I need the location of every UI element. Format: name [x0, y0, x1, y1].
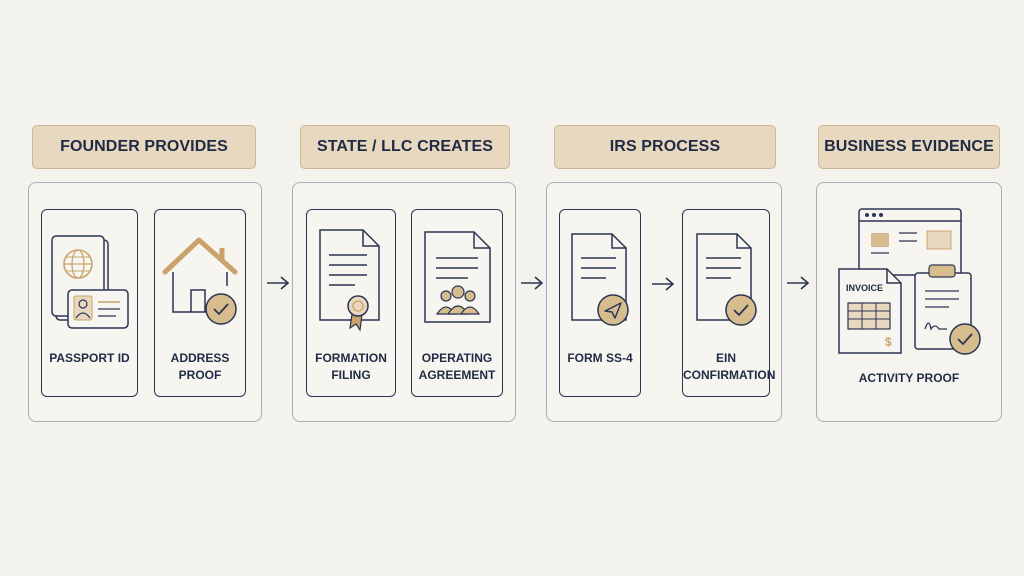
document-seal-icon [319, 229, 380, 332]
invoice-title: INVOICE [846, 283, 884, 293]
document-send-icon [571, 233, 629, 326]
browser-window-icon [858, 208, 962, 276]
card-form-ss4: FORM SS-4 [559, 209, 641, 397]
invoice-icon: $ [838, 268, 902, 354]
svg-text:$: $ [885, 335, 892, 349]
arrow-right-icon [267, 276, 290, 290]
label-ein-confirmation: EIN CONFIRMATION [683, 351, 776, 382]
label-address-proof: ADDRESS PROOF [170, 351, 230, 382]
arrow-right-icon [521, 276, 544, 290]
arrow-right-icon [652, 277, 675, 291]
panel-state: FORMATION FILING OPERATING AGREEMENT [292, 182, 516, 422]
label-form-ss4: FORM SS-4 [567, 351, 633, 365]
clipboard-signature-icon [914, 264, 981, 355]
arrow-right-icon [787, 276, 810, 290]
stage-header-founder: FOUNDER PROVIDES [32, 125, 256, 169]
passport-id-icon [51, 235, 129, 329]
panel-founder: PASSPORT ID ADDRESS PROOF [28, 182, 262, 422]
stage-header-state: STATE / LLC CREATES [300, 125, 510, 169]
card-ein-confirmation: EIN CONFIRMATION [682, 209, 776, 397]
label-formation-filing: FORMATION FILING [315, 351, 387, 382]
house-check-icon [162, 237, 238, 325]
card-passport-id: PASSPORT ID [41, 209, 138, 397]
card-formation-filing: FORMATION FILING [306, 209, 396, 397]
stage-header-irs: IRS PROCESS [554, 125, 776, 169]
label-activity-proof: ACTIVITY PROOF [858, 371, 960, 385]
label-passport-id: PASSPORT ID [49, 351, 130, 365]
card-operating-agreement: OPERATING AGREEMENT [411, 209, 503, 397]
stage-header-evidence: BUSINESS EVIDENCE [818, 125, 1000, 169]
activity-proof-illustration: $ [838, 208, 981, 355]
panel-irs: FORM SS-4 EIN CONFIRMATION [546, 182, 782, 422]
document-check-icon [696, 233, 757, 326]
card-address-proof: ADDRESS PROOF [154, 209, 246, 397]
panel-evidence: $ INVOICE ACTIVITY PROOF [816, 182, 1002, 422]
label-operating-agreement: OPERATING AGREEMENT [418, 351, 496, 382]
document-members-icon [424, 231, 491, 323]
